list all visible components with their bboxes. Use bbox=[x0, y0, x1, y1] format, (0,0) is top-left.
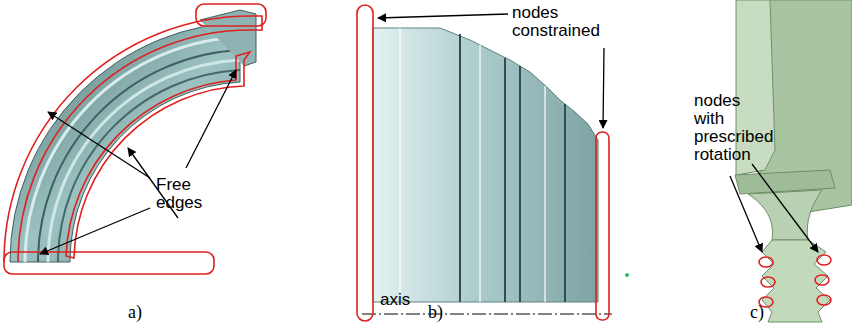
constraint-outline bbox=[357, 5, 609, 321]
leader-arrow bbox=[730, 164, 818, 252]
rotation-node-outline bbox=[759, 255, 831, 307]
axis-label: axis bbox=[380, 291, 410, 309]
free-edge-outline bbox=[4, 4, 266, 274]
callout-label: Free edges bbox=[156, 176, 202, 212]
callout-label: nodes with prescribed rotation bbox=[694, 92, 773, 163]
panel-label: c) bbox=[750, 303, 764, 322]
marker-dot bbox=[625, 273, 629, 277]
callout-label: nodes constrained bbox=[512, 4, 600, 40]
panel-label: a) bbox=[128, 303, 142, 322]
panel-label: b) bbox=[428, 303, 443, 322]
axis-line bbox=[362, 314, 612, 315]
blade-root bbox=[735, 0, 852, 322]
leader-arrow bbox=[40, 70, 236, 254]
disk-section bbox=[373, 28, 598, 302]
disk-sector bbox=[10, 10, 256, 262]
